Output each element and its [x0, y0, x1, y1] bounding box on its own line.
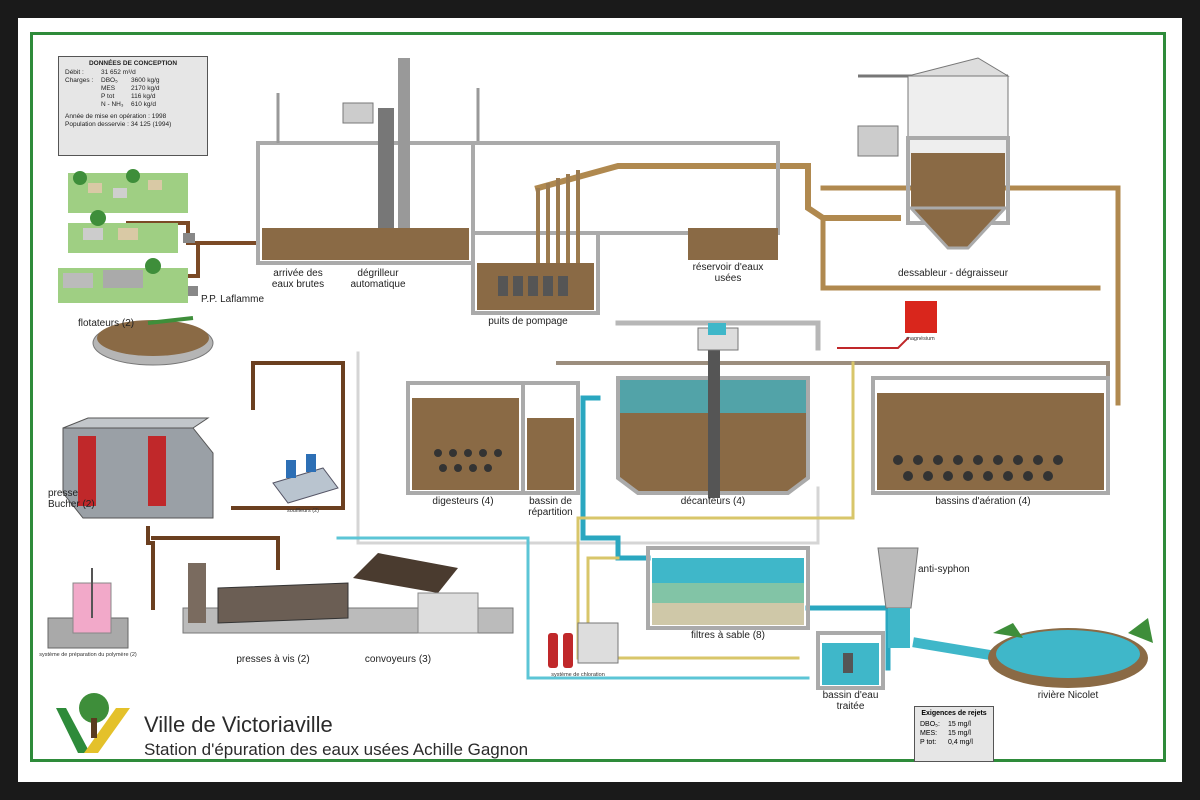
poster: DONNÉES DE CONCEPTION Débit : 31 652 m³/…: [18, 18, 1182, 782]
charge-value: 3600 kg/g: [131, 77, 160, 84]
rejets-param: P tot:: [920, 739, 937, 746]
label-bassin-eau: bassin d'eau traitée: [822, 690, 879, 712]
grey-return-pipe: [356, 351, 820, 545]
blowers: [272, 454, 339, 504]
label-chloration: système de chloration: [551, 672, 605, 678]
town-origin: [58, 169, 198, 303]
label-bassins-aeration: bassins d'aération (4): [935, 496, 1031, 507]
pumping-well: [471, 141, 780, 315]
rejets-row: MES: 15 mg/l: [920, 729, 988, 738]
clarifier: [616, 323, 810, 498]
charge-value: 116 kg/d: [131, 93, 156, 100]
population: Population desservie : 34 125 (1994): [65, 121, 172, 128]
process-diagram: [47, 57, 1153, 753]
charge-value: 610 kg/d: [131, 101, 156, 108]
label-arrivee: arrivée des eaux brutes: [271, 268, 325, 290]
wash-water-pipe: [336, 536, 810, 680]
charges-key: Charges :: [65, 77, 94, 84]
air-line: [576, 361, 855, 660]
label-presse-bucher: presse Bucher (2): [48, 488, 95, 510]
charges-row-0: Charges : DBO₅ 3600 kg/g: [65, 77, 201, 85]
label-decanteurs: décanteurs (4): [680, 496, 746, 507]
charge-value: 2170 kg/d: [131, 85, 160, 92]
label-degrilleur: dégrilleur automatique: [350, 268, 406, 290]
chlorination: [548, 622, 619, 668]
charges-row-3: N - NH₃ 610 kg/d: [65, 101, 201, 109]
pump-discharge-pipe: [534, 163, 901, 221]
green-frame: [30, 32, 1166, 762]
polymer-tank: [47, 568, 129, 649]
rejets-row: P tot: 0,4 mg/l: [920, 738, 988, 747]
label-dessableur: dessableur - dégraisseur: [897, 268, 1009, 279]
label-presses-vis: presses à vis (2): [236, 654, 310, 665]
label-anti-syphon: anti-syphon: [918, 564, 970, 575]
aeration-basins: [871, 301, 1110, 495]
rejets-row: DBO₅: 15 mg/l: [920, 720, 988, 729]
sand-filters: [646, 546, 810, 630]
charge-param: N - NH₃: [101, 101, 124, 108]
rejets-value: 15 mg/l: [948, 721, 971, 728]
victoriaville-logo: [56, 693, 130, 753]
arrival-building: [256, 58, 480, 265]
charge-param: P tot: [101, 93, 115, 100]
rejets-value: 15 mg/l: [948, 730, 971, 737]
operation-year: Année de mise en opération : 1998: [65, 113, 167, 120]
charges-row-1: MES 2170 kg/d: [65, 85, 201, 93]
label-puits: puits de pompage: [488, 316, 568, 327]
bucher-press: [62, 417, 214, 519]
label-riviere: rivière Nicolet: [1037, 690, 1099, 701]
charges-row-2: P tot 116 kg/d: [65, 93, 201, 101]
label-flotateurs: flotateurs (2): [78, 318, 135, 329]
label-souffleurs: souffleurs (2): [287, 508, 319, 514]
debit-value: 31 652 m³/d: [101, 69, 136, 76]
debit-key: Débit :: [65, 69, 84, 76]
grit-chamber: [857, 57, 1010, 250]
charge-param: MES: [101, 85, 116, 92]
screw-presses: [182, 553, 514, 634]
label-convoyeurs: convoyeurs (3): [364, 654, 432, 665]
treated-water: [816, 547, 919, 690]
city-title: Ville de Victoriaville: [144, 712, 333, 737]
river: [988, 618, 1153, 688]
rejets-value: 0,4 mg/l: [948, 739, 973, 746]
label-reservoir: réservoir d'eaux usées: [692, 262, 764, 284]
reject-requirements-box: Exigences de rejets DBO₅: 15 mg/l MES: 15 …: [914, 706, 994, 762]
clarified-water-pipe: [580, 395, 651, 561]
label-magnesium: magnésium: [906, 336, 935, 342]
debit-row: Débit : 31 652 m³/d: [65, 69, 201, 77]
flotator: [92, 316, 214, 366]
rejets-heading: Exigences de rejets: [921, 710, 987, 717]
magnesium-line: [837, 336, 910, 349]
label-pp-laflamme: P.P. Laflamme: [201, 294, 265, 305]
title-block: Ville de Victoriaville Station d'épurati…: [66, 690, 686, 759]
grit-return-pipe: [820, 215, 1101, 291]
design-data-box: DONNÉES DE CONCEPTION Débit : 31 652 m³/…: [58, 56, 208, 156]
digesters: [406, 381, 580, 495]
sludge-pipe-left: [231, 361, 345, 510]
label-digesteurs: digesteurs (4): [432, 496, 494, 507]
sludge-pipe-down: [146, 526, 155, 610]
charge-param: DBO₅: [101, 77, 118, 84]
rejets-param: DBO₅:: [920, 721, 940, 728]
design-heading: DONNÉES DE CONCEPTION: [88, 60, 178, 67]
label-filtres: filtres à sable (8): [691, 630, 765, 641]
label-polymere: système de préparation du polymère (2): [39, 652, 137, 658]
rejets-param: MES:: [920, 730, 938, 737]
label-bassin-repartition: bassin de répartition: [528, 496, 573, 518]
station-title: Station d'épuration des eaux usées Achil…: [144, 740, 529, 759]
